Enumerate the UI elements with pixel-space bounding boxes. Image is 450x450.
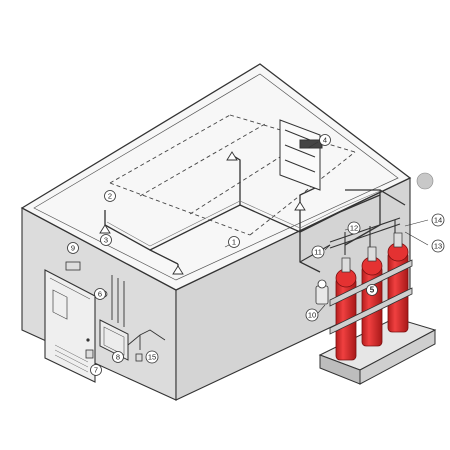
callout-9-label: 9 bbox=[71, 244, 75, 253]
callout-3-label: 3 bbox=[104, 236, 108, 245]
cylinder-1 bbox=[335, 257, 357, 361]
alarm-bell bbox=[65, 261, 81, 271]
callout-14-label: 14 bbox=[434, 216, 442, 225]
callout-12-label: 12 bbox=[350, 224, 358, 233]
callout-14 bbox=[431, 213, 445, 227]
callout-15-label: 15 bbox=[148, 353, 156, 362]
callouts bbox=[67, 134, 445, 376]
ceiling-vent bbox=[279, 119, 323, 191]
callout-11 bbox=[311, 245, 325, 259]
nozzle-icon bbox=[294, 201, 306, 211]
control-panel bbox=[99, 319, 129, 361]
callout-9 bbox=[67, 242, 79, 254]
nozzle-icon bbox=[99, 224, 111, 234]
callout-labels: 1 2 3 4 5 6 7 8 9 10 11 12 13 14 15 bbox=[71, 136, 442, 375]
wall-wiring bbox=[111, 275, 166, 350]
callout-5-label: 5 bbox=[370, 286, 375, 295]
callout-12 bbox=[347, 221, 361, 235]
callout-11-label: 11 bbox=[314, 248, 322, 257]
callout-1 bbox=[228, 236, 240, 248]
callout-10 bbox=[305, 308, 319, 322]
callout-7 bbox=[90, 364, 102, 376]
nozzles bbox=[99, 151, 306, 275]
callout-1-label: 1 bbox=[232, 238, 236, 247]
nozzle-icon bbox=[172, 265, 184, 275]
pressure-switch bbox=[135, 353, 143, 362]
callout-2-label: 2 bbox=[108, 192, 112, 201]
callout-15 bbox=[145, 350, 159, 364]
callout-13-label: 13 bbox=[434, 242, 442, 251]
callout-6-label: 6 bbox=[98, 290, 102, 299]
callout-10-label: 10 bbox=[308, 311, 316, 320]
pilot-cylinder bbox=[315, 279, 329, 305]
room-roof-inner bbox=[33, 73, 399, 281]
callout-5 bbox=[366, 284, 378, 296]
cylinder-3 bbox=[387, 232, 409, 333]
callout-4-label: 4 bbox=[323, 136, 327, 145]
manual-switch bbox=[85, 349, 94, 359]
door bbox=[44, 269, 96, 383]
callout-13 bbox=[431, 239, 445, 253]
callout-3 bbox=[100, 234, 112, 246]
pipe-network-shadow bbox=[106, 190, 381, 247]
callout-8 bbox=[112, 351, 124, 363]
pipe-network bbox=[104, 154, 406, 273]
sphere-decoration bbox=[416, 172, 434, 190]
callout-8-label: 8 bbox=[116, 353, 120, 362]
callout-2 bbox=[104, 190, 116, 202]
cylinder-2 bbox=[361, 246, 383, 347]
cylinder-rack bbox=[329, 259, 413, 335]
nozzle-icon bbox=[226, 151, 238, 161]
callout-4 bbox=[319, 134, 331, 146]
callout-7-label: 7 bbox=[94, 366, 98, 375]
callout-6 bbox=[94, 288, 106, 300]
